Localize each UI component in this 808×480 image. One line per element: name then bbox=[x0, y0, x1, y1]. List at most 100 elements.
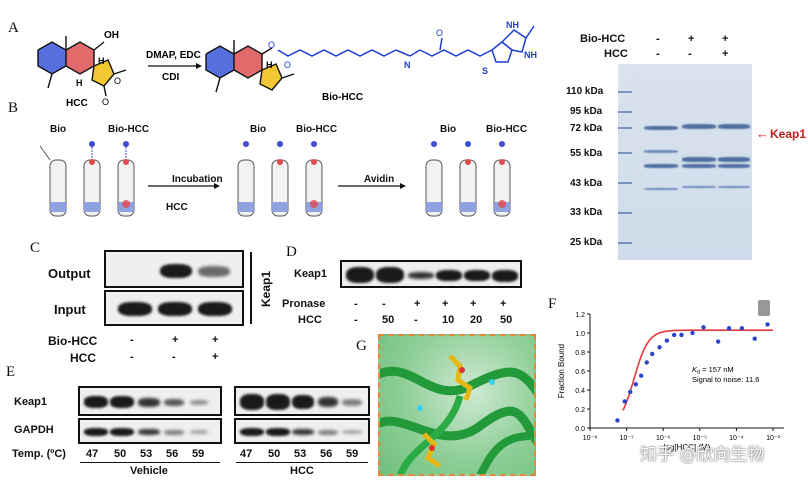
blot-d-hcc-4: 10 bbox=[442, 314, 455, 326]
marker-95: 95 kDa bbox=[570, 106, 603, 117]
fit-curve bbox=[622, 329, 773, 411]
tube-label-biohcc-1: Bio-HCC bbox=[108, 124, 150, 135]
keap1-arrow-icon: ← bbox=[756, 126, 769, 141]
blot-e-temp-6: 47 bbox=[240, 448, 253, 460]
data-point bbox=[739, 326, 745, 331]
bio-hcc-structure bbox=[205, 25, 535, 93]
y-tick-label: 0.2 bbox=[575, 407, 585, 414]
snr-annotation: Signal to noise: 11.6 bbox=[692, 375, 759, 384]
data-point bbox=[615, 418, 620, 423]
x-tick-label: 10⁻⁴ bbox=[729, 435, 744, 442]
y-axis-label: Fraction Bound bbox=[557, 344, 566, 398]
x-tick-label: 10⁻⁸ bbox=[583, 435, 597, 442]
data-point bbox=[726, 326, 732, 331]
blot-e-vehicle-gapdh bbox=[78, 418, 222, 444]
panel-label-c: C bbox=[30, 240, 41, 256]
blot-d-pronase-3: + bbox=[414, 298, 421, 310]
blot-e-temp-label: Temp. (ºC) bbox=[12, 448, 66, 460]
gel-hcc-2: - bbox=[688, 48, 692, 60]
hcc-arrow-label: HCC bbox=[166, 202, 188, 213]
x-tick-label: 10⁻⁶ bbox=[656, 435, 670, 442]
y-tick-label: 1.2 bbox=[575, 312, 585, 319]
data-point bbox=[650, 351, 655, 357]
blot-e-row-gapdh: GAPDH bbox=[14, 424, 54, 436]
data-point bbox=[752, 336, 757, 341]
blot-c-biohcc-2: + bbox=[172, 334, 179, 346]
x-tick-label: 10⁻⁵ bbox=[693, 435, 707, 442]
step-avidin-label: Avidin bbox=[364, 174, 395, 185]
blot-e-hcc-gapdh bbox=[234, 418, 370, 444]
blot-c-protein-label: Keap1 bbox=[259, 270, 274, 308]
blot-e-row-keap1: Keap1 bbox=[14, 396, 48, 408]
blot-e-vehicle-keap1 bbox=[78, 386, 222, 416]
blot-d-cond-hcc: HCC bbox=[298, 314, 322, 326]
blot-c-biohcc-1: - bbox=[130, 334, 134, 346]
data-point bbox=[633, 382, 638, 387]
blot-e-group-vehicle: Vehicle bbox=[130, 465, 168, 477]
blot-e-temp-9: 56 bbox=[320, 448, 333, 460]
marker-72: 72 kDa bbox=[570, 123, 603, 134]
blot-d-pronase-6: + bbox=[500, 298, 507, 310]
gel-biohcc-1: - bbox=[656, 33, 660, 45]
watermark: 知乎 @欣向生物 bbox=[640, 445, 765, 465]
h-label-1: H bbox=[98, 56, 105, 66]
blot-c-output bbox=[104, 250, 244, 288]
marker-33: 33 kDa bbox=[570, 207, 603, 218]
gel-condition-biohcc: Bio-HCC bbox=[580, 33, 626, 45]
n-label: N bbox=[404, 60, 411, 70]
molecule-sketch-icon bbox=[758, 300, 770, 316]
blot-d-hcc-3: - bbox=[414, 314, 418, 326]
tube-label-bio-3: Bio bbox=[440, 124, 457, 135]
blot-c-cond-hcc: HCC bbox=[70, 351, 96, 365]
o-label-4: O bbox=[284, 60, 291, 70]
blot-e-temp-3: 53 bbox=[140, 448, 153, 460]
bio-hcc-compound-label: Bio-HCC bbox=[322, 92, 363, 103]
data-point bbox=[639, 373, 644, 378]
blot-e-temp-8: 53 bbox=[294, 448, 307, 460]
panel-a-reaction-scheme: OH H H O O HCC DMAP, EDC CDI O O O H N N… bbox=[37, 20, 537, 108]
o-label-2: O bbox=[102, 97, 109, 107]
o-label-5: O bbox=[436, 28, 443, 38]
tube-label-biohcc-2: Bio-HCC bbox=[296, 124, 338, 135]
h-label-3: H bbox=[266, 60, 273, 70]
blot-d-pronase-4: + bbox=[442, 298, 449, 310]
blot-e-temp-4: 56 bbox=[166, 448, 179, 460]
data-point bbox=[671, 332, 677, 338]
panel-label-g: G bbox=[356, 338, 367, 354]
tube-group-1 bbox=[39, 141, 135, 217]
marker-43: 43 kDa bbox=[570, 178, 603, 189]
h-label-2: H bbox=[76, 78, 83, 88]
panel-label-f: F bbox=[548, 296, 557, 312]
x-axis-label: log[HCC] (M) bbox=[664, 443, 711, 452]
kd-annotation: Kd = 157 nM bbox=[692, 365, 734, 376]
data-point bbox=[715, 339, 721, 344]
nh-label-1: NH bbox=[506, 20, 519, 30]
data-point bbox=[679, 332, 684, 338]
blot-e-hcc-keap1 bbox=[234, 386, 370, 416]
y-tick-label: 0.4 bbox=[575, 388, 585, 395]
blot-d-pronase-2: - bbox=[382, 298, 386, 310]
o-label-1: O bbox=[114, 76, 121, 86]
hcc-structure bbox=[37, 36, 127, 97]
tube-label-bio-1: Bio bbox=[50, 124, 67, 135]
data-point bbox=[690, 330, 695, 336]
marker-25: 25 kDa bbox=[570, 237, 603, 248]
blot-e-temp-7: 50 bbox=[268, 448, 281, 460]
blot-d-cond-pronase: Pronase bbox=[282, 298, 326, 310]
y-tick-label: 0.6 bbox=[575, 369, 585, 376]
gel-target-keap1: Keap1 bbox=[770, 127, 807, 141]
panel-label-b: B bbox=[8, 100, 19, 116]
x-tick-label: 10⁻³ bbox=[766, 435, 780, 442]
blot-c-input bbox=[104, 290, 244, 326]
tube-group-3 bbox=[425, 141, 511, 217]
blot-d-pronase-5: + bbox=[470, 298, 477, 310]
blot-d bbox=[340, 260, 522, 288]
step-incubation-label: Incubation bbox=[172, 174, 223, 185]
blot-c-hcc-3: + bbox=[212, 351, 219, 363]
reagent-dmap-edc: DMAP, EDC bbox=[146, 50, 201, 61]
x-tick-label: 10⁻⁷ bbox=[620, 435, 634, 442]
blot-e-group-hcc: HCC bbox=[290, 465, 314, 477]
oh-label: OH bbox=[104, 30, 119, 41]
panel-label-d: D bbox=[286, 244, 297, 260]
